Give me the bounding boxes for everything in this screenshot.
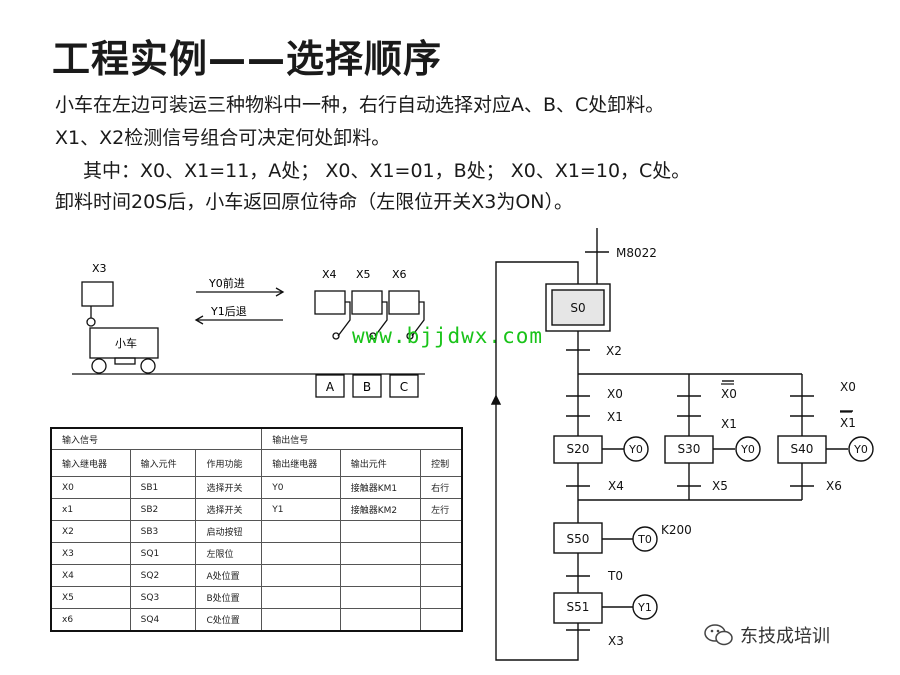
branch3-t2-label: X1 <box>840 416 856 430</box>
branch3-t1-label: X0 <box>840 380 856 394</box>
table-cell: SQ2 <box>129 564 197 587</box>
branch2-t2-label: X1 <box>721 417 737 431</box>
col-header: 输出继电器 <box>261 449 341 477</box>
sensor-label-x6: X6 <box>392 268 407 281</box>
init-condition-label: M8022 <box>616 246 657 260</box>
table-cell: x6 <box>50 608 131 632</box>
branch1-t2-label: X1 <box>607 410 623 424</box>
table-cell <box>420 586 463 609</box>
table-cell <box>420 608 463 632</box>
col-header: 输出元件 <box>339 449 422 477</box>
step-s50-label: S50 <box>567 532 590 546</box>
step-s40-label: S40 <box>791 442 814 456</box>
col-header: 输入继电器 <box>50 449 131 477</box>
page-title: 工程实例——选择顺序 <box>52 37 443 81</box>
exit-x6-label: X6 <box>826 479 842 493</box>
col-header: 控制 <box>420 449 463 477</box>
table-cell: B处位置 <box>195 586 263 609</box>
watermark-text: www.bjjdwx.com <box>352 324 544 348</box>
transition-t0-label: T0 <box>607 569 623 583</box>
action-s40-label: Y0 <box>853 443 868 456</box>
transition-x2-label: X2 <box>606 344 622 358</box>
step-s51-label: S51 <box>567 600 590 614</box>
backward-label: Y1后退 <box>210 305 247 318</box>
step-s30-label: S30 <box>678 442 701 456</box>
wechat-logo: 东技成培训 <box>704 622 830 648</box>
action-s51-label: Y1 <box>637 601 652 614</box>
action-s30-label: Y0 <box>740 443 755 456</box>
logo-text: 东技成培训 <box>740 626 830 647</box>
sensor-label-x5: X5 <box>356 268 371 281</box>
col-header: 输入元件 <box>129 449 197 477</box>
timer-label: T0 <box>637 533 652 546</box>
table-cell: SQ3 <box>129 586 197 609</box>
io-table: 输入信号 输出信号 输入继电器 输入元件 作用功能 输出继电器 输出元件 控制 … <box>50 427 463 632</box>
limit-switch-label: X3 <box>92 262 107 275</box>
table-cell <box>261 586 341 609</box>
cart-label: 小车 <box>115 336 137 350</box>
table-cell: X5 <box>50 586 131 609</box>
action-s20-label: Y0 <box>628 443 643 456</box>
timer-setting-label: K200 <box>661 523 692 537</box>
wechat-icon <box>704 624 733 646</box>
table-cell <box>261 608 341 632</box>
description-line-3: 其中：X0、X1=11，A处； X0、X1=01，B处； X0、X1=10，C处… <box>83 160 691 182</box>
table-cell: SQ4 <box>129 608 197 632</box>
step-s0-label: S0 <box>570 301 585 315</box>
description-line-1: 小车在左边可装运三种物料中一种，右行自动选择对应A、B、C处卸料。 <box>55 94 665 116</box>
forward-label: Y0前进 <box>208 276 245 290</box>
exit-x5-label: X5 <box>712 479 728 493</box>
exit-x4-label: X4 <box>608 479 624 493</box>
station-b: B <box>363 380 371 394</box>
table-cell: 右行 <box>420 476 463 499</box>
description-line-4: 卸料时间20S后，小车返回原位待命（左限位开关X3为ON）。 <box>55 191 574 213</box>
station-c: C <box>400 380 408 394</box>
step-s20-label: S20 <box>567 442 590 456</box>
branch1-t1-label: X0 <box>607 387 623 401</box>
description-line-2: X1、X2检测信号组合可决定何处卸料。 <box>55 127 391 149</box>
transition-x3-label: X3 <box>608 634 624 648</box>
station-a: A <box>326 380 335 394</box>
branch2-t1-label: X0 <box>721 387 737 401</box>
cart-diagram: X3 Y0前进 Y1后退 小车 X4 X5 X6 A B C <box>72 262 425 398</box>
sensor-label-x4: X4 <box>322 268 337 281</box>
